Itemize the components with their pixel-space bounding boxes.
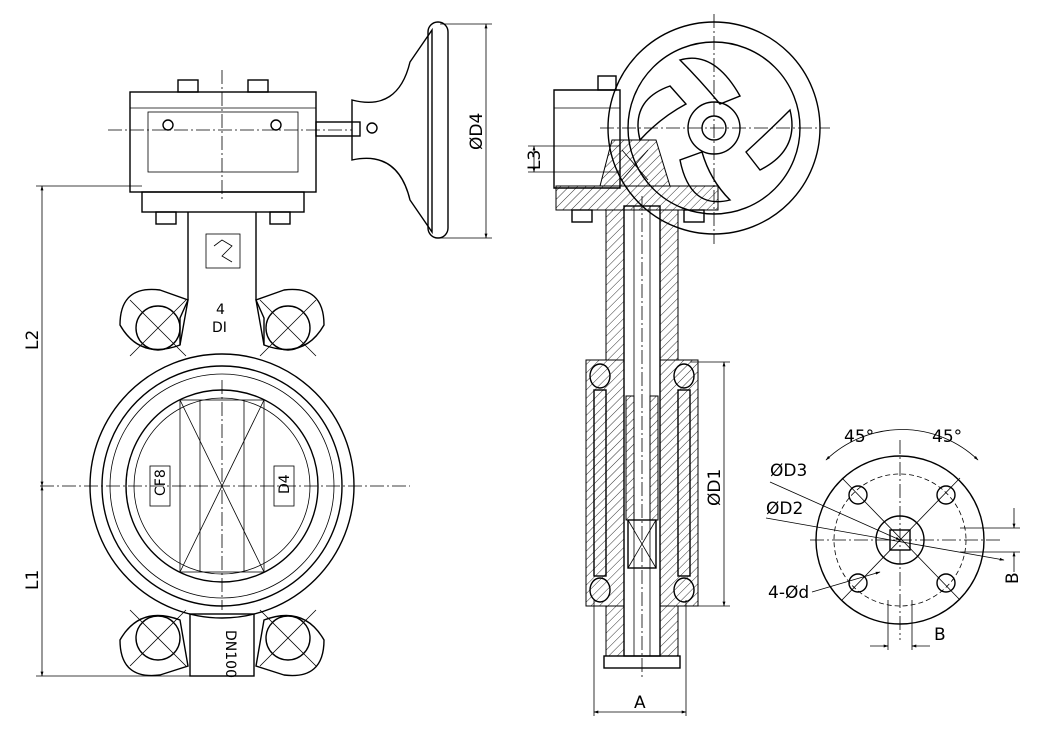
dim-d4-label: ØD4 — [467, 113, 487, 150]
top-flange-view: 45° 45° ØD3 ØD2 4-Ød B B — [765, 427, 1023, 650]
angle-right-label: 45° — [932, 427, 962, 447]
side-section-view: L3 — [525, 14, 830, 716]
logo-icon — [213, 239, 233, 263]
handwheel-rim — [427, 21, 449, 239]
handwheel-arm — [351, 27, 433, 235]
body-di-mark: DI — [212, 320, 227, 336]
dim-l2-label: L2 — [23, 330, 43, 350]
dim-l3-label: L3 — [525, 150, 545, 170]
angle-left-label: 45° — [844, 427, 874, 447]
dim-d1-label: ØD1 — [705, 469, 725, 506]
dim-d2-label: ØD2 — [766, 499, 803, 519]
dim-b-vertical-label: B — [1003, 572, 1023, 584]
dim-l1-label: L1 — [23, 570, 43, 590]
dim-a-label: A — [634, 693, 646, 713]
dim-b-horizontal-label: B — [934, 625, 946, 645]
dim-d3-label: ØD3 — [770, 461, 807, 481]
body-size-number: 4 — [216, 302, 225, 318]
front-view: ØD4 4 DI — [23, 21, 492, 678]
dim-holes-label: 4-Ød — [768, 583, 809, 603]
disc-left-mark: CF8 — [153, 469, 169, 496]
body-dn-mark: DN100 — [222, 630, 238, 678]
disc-right-mark: D4 — [277, 474, 293, 494]
gearbox-housing — [129, 91, 317, 193]
